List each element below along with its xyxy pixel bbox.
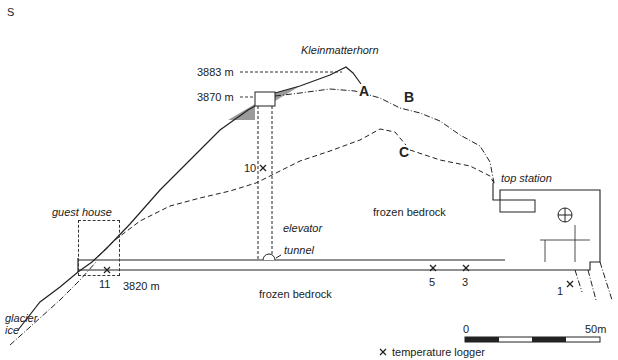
logger-mark <box>567 281 573 287</box>
station-room <box>500 200 535 212</box>
profile-letter: C <box>398 145 410 160</box>
shaded-rock <box>228 104 255 120</box>
region-label: frozen bedrock <box>258 288 333 300</box>
logger-symbol <box>378 347 388 357</box>
top-station <box>493 183 600 270</box>
tunnel-wall <box>78 259 505 260</box>
legend-text: temperature logger <box>392 346 485 358</box>
callout-number: 1 <box>556 285 564 297</box>
orientation-letter: S <box>6 6 15 18</box>
elevation-label: 3870 m <box>196 91 235 103</box>
elevation-line <box>240 72 342 73</box>
area-label: guest house <box>51 206 113 218</box>
elevation-label: 3883 m <box>196 66 235 78</box>
callout-number: 10 <box>243 162 257 174</box>
logger-mark <box>430 265 436 271</box>
part-label: elevator <box>282 222 323 234</box>
elevator-shaft <box>258 106 259 260</box>
logger-mark <box>104 267 110 273</box>
scale-label: 50m <box>584 323 607 335</box>
callout-number: 11 <box>98 278 111 290</box>
callout-number: 3 <box>461 276 469 288</box>
rock-surface <box>575 262 612 300</box>
elevation-label: 3820 m <box>122 280 161 292</box>
profile-letter: A <box>358 84 370 99</box>
logger-mark <box>260 165 266 171</box>
tunnel-profile <box>263 254 275 260</box>
profile-c <box>92 129 495 262</box>
profile-letter: B <box>403 90 415 105</box>
callout-number: 5 <box>428 276 436 288</box>
station-detail <box>540 225 590 262</box>
logger-mark <box>463 265 469 271</box>
elevation-line <box>240 97 255 98</box>
elevator-shaft <box>272 106 273 260</box>
leader-line <box>276 255 281 258</box>
peak-name: Kleinmatterhorn <box>300 44 380 56</box>
region-label: frozen bedrock <box>372 206 447 218</box>
cable-wheel <box>558 208 572 222</box>
shaded-rock <box>275 86 300 101</box>
part-label: glacier ice <box>4 312 50 336</box>
legend-entry: temperature logger <box>378 346 485 358</box>
scale-label: 0 <box>462 323 470 335</box>
profile-b <box>10 89 494 345</box>
part-label: top station <box>500 172 553 184</box>
part-label: tunnel <box>283 244 315 256</box>
scale-bar <box>465 337 600 342</box>
area-box: guest house <box>78 220 120 276</box>
summit-building <box>255 92 275 106</box>
tunnel-wall <box>78 269 505 270</box>
